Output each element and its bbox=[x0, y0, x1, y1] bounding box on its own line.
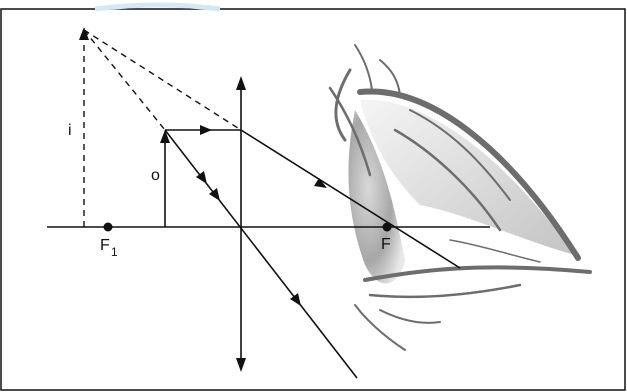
parallel-ray bbox=[165, 129, 461, 269]
focal-left-label: F bbox=[100, 237, 110, 254]
dashed-extension-parallel-ray bbox=[83, 29, 242, 131]
lower-lid-line bbox=[363, 265, 592, 282]
eye-illustration bbox=[328, 44, 592, 351]
lash-line-1 bbox=[354, 44, 373, 91]
lid-crease-line bbox=[328, 86, 372, 177]
object-label: o bbox=[151, 167, 160, 184]
figure-frame bbox=[0, 8, 626, 391]
focal-point-right bbox=[382, 222, 392, 232]
lens-bottom-arrowhead bbox=[236, 358, 246, 372]
watermark-arc bbox=[94, 2, 221, 12]
dashed-extension-center-ray bbox=[83, 29, 166, 131]
object-arrowhead bbox=[160, 130, 170, 143]
inner-lid-line bbox=[393, 128, 502, 232]
cheek-line-2 bbox=[379, 309, 441, 324]
central-ray-arrowhead-1 bbox=[196, 171, 207, 184]
focal-point-left bbox=[103, 222, 113, 232]
parallel-ray-arrowhead-1 bbox=[200, 125, 212, 135]
eyelid-shape bbox=[360, 99, 575, 256]
parallel-ray-arrowhead-2 bbox=[314, 178, 327, 188]
image-label: i bbox=[68, 122, 72, 139]
central-ray-arrowhead-2 bbox=[209, 188, 220, 201]
lens-top-arrowhead bbox=[236, 76, 246, 90]
cheek-line-1 bbox=[354, 304, 406, 351]
tear-line bbox=[449, 239, 541, 263]
focal-right-label: F bbox=[381, 236, 391, 253]
inner-lid-line-2 bbox=[409, 109, 511, 201]
lash-line-2 bbox=[379, 59, 401, 96]
brow-line bbox=[334, 68, 352, 142]
image-arrowhead bbox=[79, 27, 89, 40]
upper-lid-line bbox=[357, 88, 581, 261]
central-ray bbox=[164, 129, 358, 379]
central-ray-arrowhead-3 bbox=[290, 293, 301, 306]
focal-left-subscript: 1 bbox=[111, 245, 118, 259]
lower-lash-line bbox=[368, 283, 522, 299]
